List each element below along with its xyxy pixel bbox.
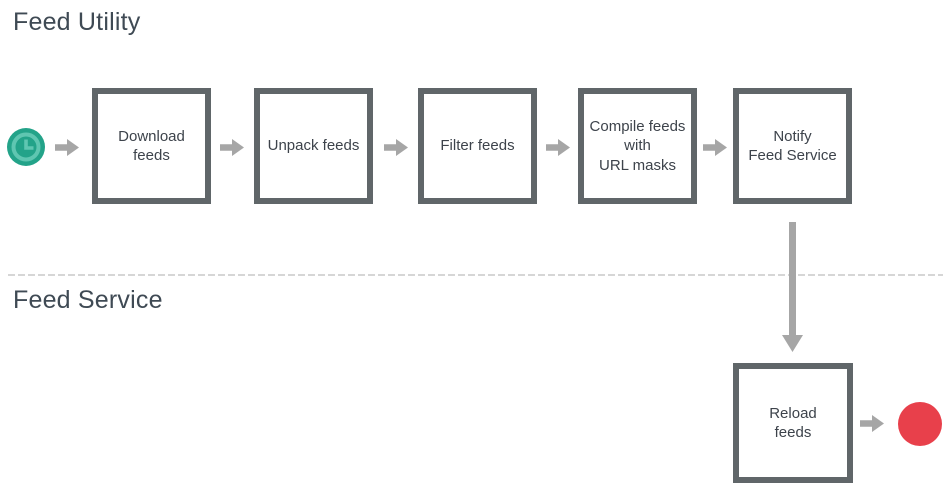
step-label: feeds (133, 147, 170, 164)
step-label: Filter feeds (440, 137, 515, 155)
arrow-right-icon (220, 139, 244, 156)
lane-title-feed-service: Feed Service (13, 286, 163, 314)
stop-circle-icon (898, 402, 942, 446)
step-label: with (624, 137, 651, 155)
step-filter-feeds: Filter feeds (418, 88, 537, 204)
clock-icon (7, 128, 45, 166)
step-label: Feed Service (748, 147, 837, 164)
step-label: Reload (769, 404, 817, 422)
lane-divider (8, 274, 943, 276)
step-label: Unpack feeds (267, 137, 360, 155)
arrow-right-icon (546, 139, 570, 156)
arrow-right-icon (384, 139, 408, 156)
arrow-right-icon (860, 415, 884, 432)
arrow-down-icon (782, 222, 803, 352)
step-compile-feeds: Compile feeds with URL masks (578, 88, 697, 204)
step-reload-feeds: Reload feeds (733, 363, 853, 483)
step-label: Download (118, 127, 185, 145)
step-unpack-feeds: Unpack feeds (254, 88, 373, 204)
step-label: Notify (773, 127, 812, 145)
step-label: feeds (774, 424, 812, 441)
step-notify-feed-service: Notify Feed Service (733, 88, 852, 204)
step-download-feeds: Download feeds (92, 88, 211, 204)
lane-title-feed-utility: Feed Utility (13, 8, 141, 36)
arrow-right-icon (55, 139, 79, 156)
arrow-right-icon (703, 139, 727, 156)
step-label: URL masks (599, 156, 676, 174)
step-label: Compile feeds (589, 117, 686, 135)
